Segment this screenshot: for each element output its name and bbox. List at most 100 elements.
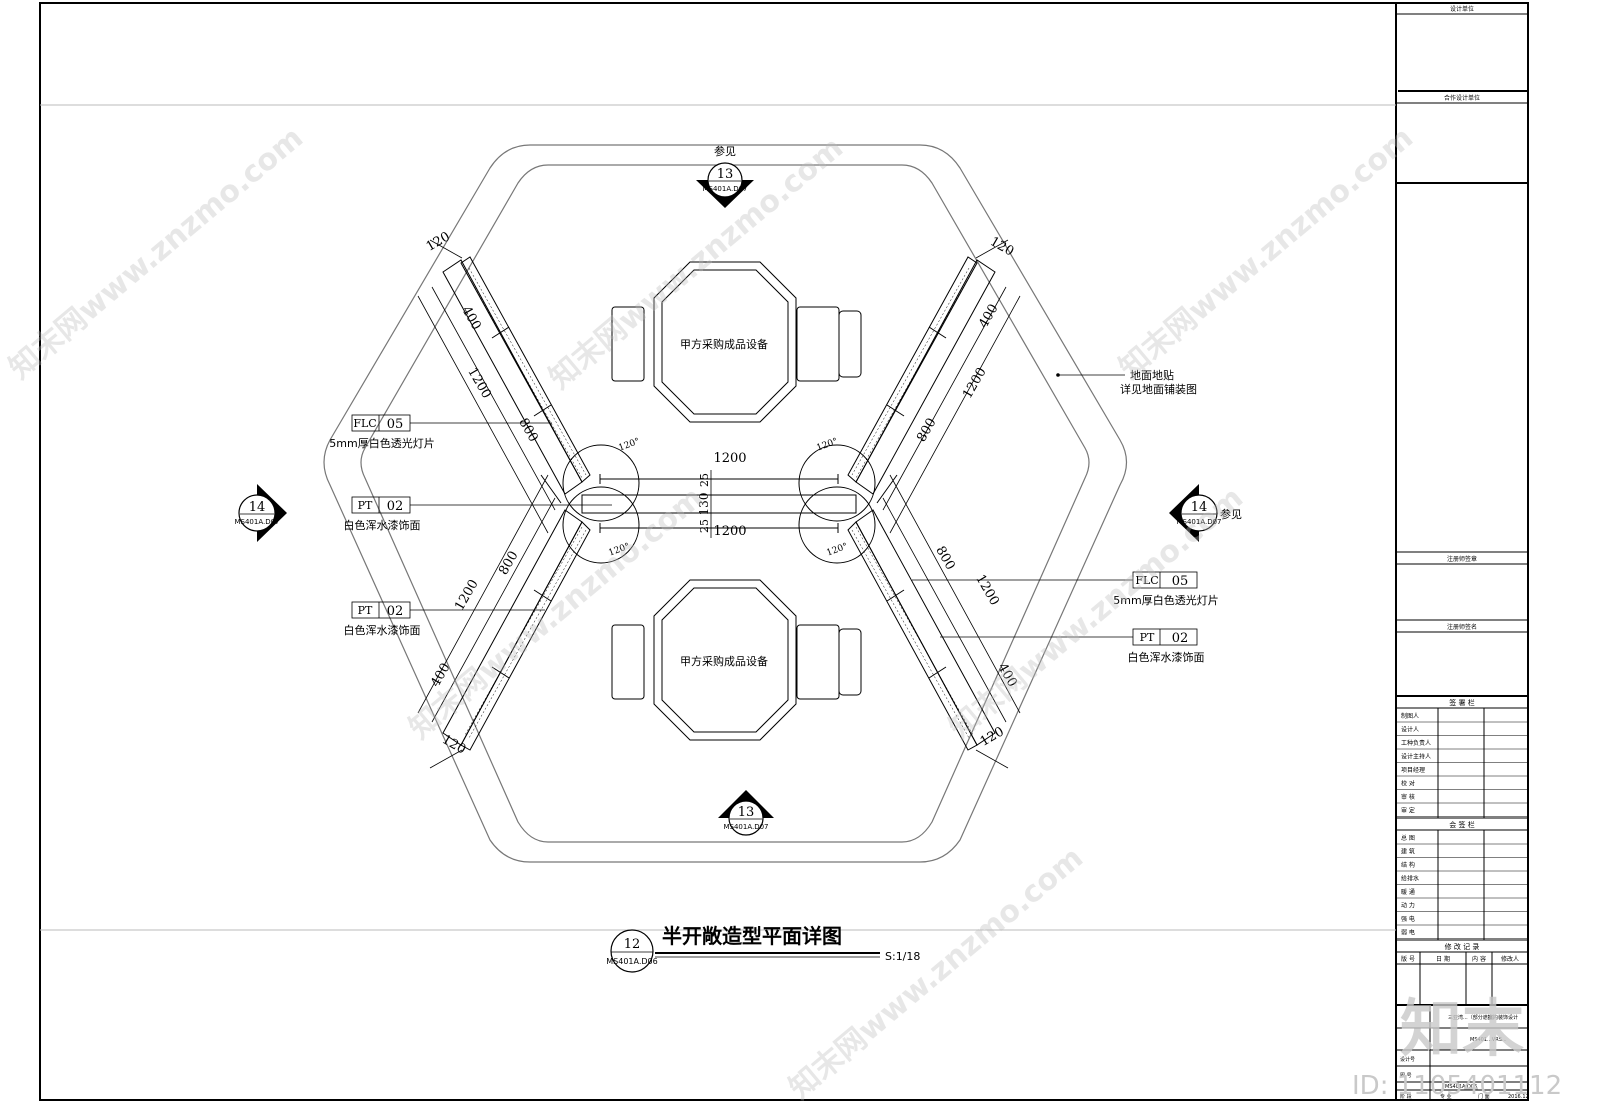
callout-pt-right: PT 02 白色浑水漆饰面	[940, 628, 1205, 664]
tag-flc-left: FLC	[353, 417, 376, 430]
footer-4: 2016.12	[1508, 1094, 1529, 1100]
drawing-no: MS401A.D06	[1445, 1084, 1477, 1090]
ref-left-no: 14	[249, 500, 266, 515]
partner-unit-label: 合作设计单位	[1444, 94, 1480, 102]
project-a: 三亚湾...（部分遮挡）	[1448, 1014, 1498, 1021]
footer-1: 阶 段	[1400, 1093, 1412, 1100]
dim-120-ul: 120	[424, 229, 453, 254]
tag-pt-right: PT	[1140, 631, 1155, 644]
arm-lower-left	[442, 509, 591, 751]
project-b: MS401...VRS...	[1470, 1037, 1507, 1043]
ref-top-label: 参见	[714, 144, 736, 158]
detail-sheet: MS401A.D06	[606, 957, 657, 966]
cosign-row-6: 动 力	[1401, 902, 1415, 910]
cosign-row-2: 建 筑	[1401, 848, 1415, 856]
revision-col-3: 内 容	[1472, 955, 1486, 963]
equipment-label-bottom: 甲方采购成品设备	[680, 654, 768, 668]
revision-header: 修 改 记 录	[1445, 942, 1480, 951]
tag-pt-no-right: 02	[1172, 631, 1189, 646]
tag-flc-no-left: 05	[387, 417, 404, 432]
sign-header: 签 署 栏	[1449, 698, 1474, 707]
dim-800-ll: 800	[496, 549, 521, 578]
note-pt-left-1: 白色浑水漆饰面	[344, 518, 421, 532]
dim-1200-bottom: 1200	[713, 524, 746, 539]
ref-bottom-sheet: MS401A.D07	[723, 823, 768, 831]
watermark-site-1: 知末网www.znzmo.com	[3, 120, 310, 386]
watermark-id: ID: 1105401112	[1352, 1071, 1562, 1101]
sign-row-3: 工种负责人	[1401, 739, 1431, 747]
ref-left-sheet: MS401A.D07	[234, 518, 279, 526]
tag-pt-no-left-2: 02	[387, 604, 404, 619]
floor-note-1: 地面地贴	[1130, 368, 1174, 382]
watermark-site-2: 知末网www.znzmo.com	[543, 130, 850, 396]
sign-row-8: 审 定	[1401, 807, 1415, 815]
project-a2: 室内装饰设计	[1488, 1014, 1518, 1021]
ref-marker-left: 14 MS401A.D07	[234, 484, 287, 542]
note-flc-right: 5mm厚白色透光灯片	[1113, 593, 1218, 607]
footer-3: 门 面	[1478, 1093, 1490, 1100]
drawing-no-label: 图 号	[1400, 1073, 1412, 1079]
sign-row-2: 设计人	[1401, 726, 1419, 734]
detail-no: 12	[624, 937, 641, 952]
cosign-header: 会 签 栏	[1449, 820, 1474, 829]
watermark-site-4: 知末网www.znzmo.com	[403, 480, 710, 746]
dim-25-bottom: 25	[698, 519, 711, 533]
arm-upper-left	[442, 256, 591, 504]
angle-circle-lr	[798, 486, 876, 564]
ref-bottom-no: 13	[738, 805, 755, 820]
dim-800-lr: 800	[932, 544, 957, 573]
footer-2: 专 业	[1440, 1093, 1452, 1100]
cosign-row-3: 结 构	[1401, 861, 1415, 869]
watermark-logo: 知末	[1400, 992, 1524, 1065]
partition-arms	[442, 256, 996, 751]
callout-flc-left: FLC 05 5mm厚白色透光灯片	[329, 414, 552, 450]
dim-1200-ul: 1200	[464, 365, 494, 401]
ref-marker-top: 参见 13 MS401A.D07	[696, 144, 754, 208]
dim-400-ul: 400	[458, 304, 483, 333]
angle-circle-ll	[562, 486, 640, 564]
callout-pt-left-1: PT 02 白色浑水漆饰面	[344, 496, 612, 532]
equipment-bottom: 甲方采购成品设备	[611, 579, 862, 741]
drawing-scale: S:1/18	[885, 950, 920, 963]
dim-1200-ll: 1200	[452, 577, 482, 613]
dim-25-top: 25	[698, 473, 711, 487]
tag-pt-left-1: PT	[358, 499, 373, 512]
title-block-text: 设计单位 合作设计单位 注册师签章 注册师签名 签 署 栏 制图人设计人工种负责…	[1396, 5, 1529, 1100]
cosign-row-4: 给排水	[1401, 875, 1419, 883]
dim-800-ul: 800	[515, 416, 540, 445]
dim-1200-top: 1200	[713, 451, 746, 466]
watermark-site-6: 知末网www.znzmo.com	[783, 840, 1090, 1106]
tag-pt-left-2: PT	[358, 604, 373, 617]
sign-row-1: 制图人	[1401, 712, 1419, 720]
tag-pt-no-left-1: 02	[387, 499, 404, 514]
angle-ur: 120°	[815, 437, 839, 454]
ref-top-sheet: MS401A.D07	[702, 185, 747, 193]
tag-flc-right: FLC	[1135, 574, 1158, 587]
arm-upper-right	[847, 256, 996, 504]
angle-ul: 120°	[617, 437, 641, 454]
dim-1200-ur: 1200	[960, 365, 990, 401]
title-block	[1396, 13, 1528, 1100]
note-pt-right: 白色浑水漆饰面	[1128, 650, 1205, 664]
cosign-row-5: 暖 通	[1401, 888, 1415, 896]
hex-floor-outline	[323, 144, 1128, 863]
cosign-row-7: 强 电	[1401, 915, 1415, 923]
watermark-site-3: 知末网www.znzmo.com	[1113, 120, 1420, 386]
callout-pt-left-2: PT 02 白色浑水漆饰面	[344, 601, 545, 637]
dim-400-ur: 400	[976, 302, 1001, 331]
drawing-title: 半开敞造型平面详图	[662, 924, 842, 948]
note-flc-left: 5mm厚白色透光灯片	[329, 436, 434, 450]
callout-floor: 地面地贴 详见地面铺装图	[1056, 368, 1197, 396]
ref-marker-right: 14 MS401A.D07 参见	[1169, 484, 1242, 542]
cosign-row-8: 弱 电	[1401, 929, 1415, 937]
revision-col-1: 版 号	[1401, 955, 1415, 963]
revision-col-2: 日 期	[1436, 955, 1450, 963]
equipment-top: 甲方采购成品设备	[611, 261, 862, 423]
equipment-label-top: 甲方采购成品设备	[680, 337, 768, 351]
cosign-row-1: 总 图	[1401, 834, 1415, 842]
ref-top-no: 13	[717, 167, 734, 182]
angle-circle-ur	[798, 444, 876, 522]
callout-flc-right: FLC 05 5mm厚白色透光灯片	[912, 571, 1219, 607]
dimension-texts: 120 400 1200 800 800 1200 400 120 120 40…	[424, 229, 1020, 757]
